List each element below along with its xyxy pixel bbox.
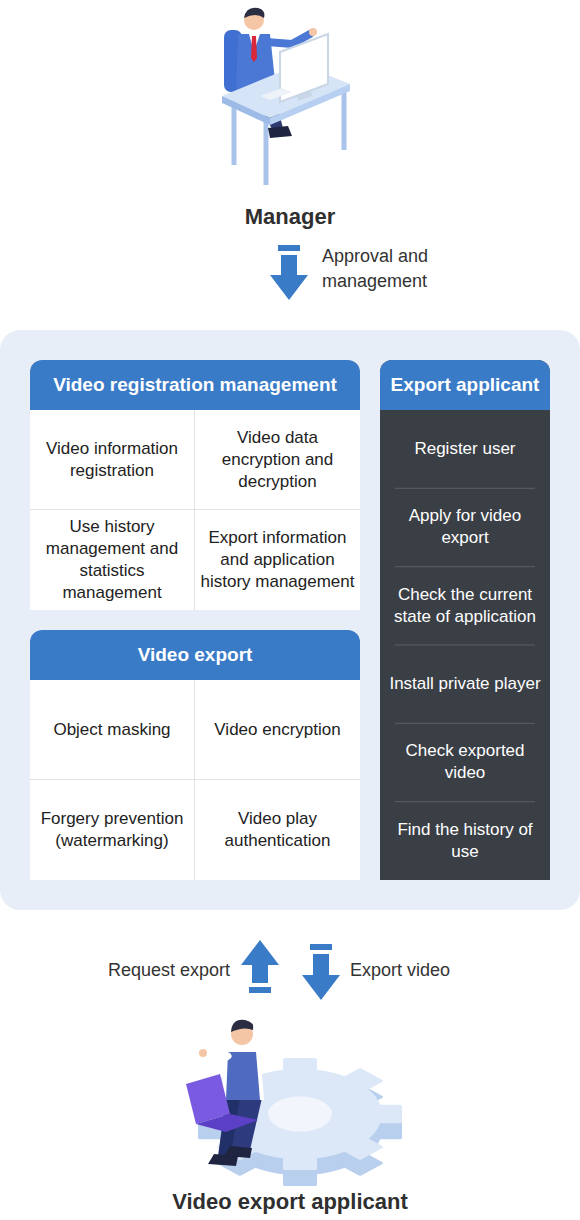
- system-panel: Video registration managementVideo infor…: [0, 330, 580, 910]
- function-group: Video registration managementVideo infor…: [30, 360, 360, 610]
- arrow-tail-bar: [249, 987, 271, 993]
- applicant-item: Check the current state of application: [380, 567, 550, 645]
- actor-label: Video export applicant: [172, 1188, 408, 1216]
- group-header: Video export: [30, 630, 360, 680]
- person-shoe: [224, 1146, 252, 1158]
- box-text: Video information registration: [35, 438, 189, 482]
- box-text: Find the history of use: [386, 819, 544, 863]
- block-arrow-connector: [302, 944, 340, 1000]
- gear-hole: [268, 1096, 332, 1131]
- box-text: Video play authentication: [200, 808, 355, 852]
- box-text: Object masking: [53, 719, 170, 741]
- function-cell: Object masking: [30, 680, 195, 780]
- person-shoe: [268, 126, 292, 138]
- item-separator: [395, 645, 535, 646]
- box-text: Video encryption: [214, 719, 340, 741]
- desk-leg: [342, 88, 347, 150]
- applicant-illustration: [186, 1020, 402, 1186]
- applicant-group: Export applicantRegister userApply for v…: [380, 360, 550, 880]
- desk-leg: [264, 118, 269, 185]
- box-text: Apply for video export: [386, 505, 544, 549]
- box-text: Register user: [414, 438, 515, 460]
- person-tie: [251, 36, 257, 62]
- item-separator: [395, 723, 535, 724]
- gear-tooth: [337, 1068, 384, 1094]
- arrow-tail-bar: [278, 245, 300, 251]
- person-arm: [204, 1056, 228, 1068]
- manager-illustration: [222, 8, 350, 185]
- person-vest: [226, 1052, 260, 1100]
- edge-label: Request export: [60, 958, 230, 983]
- item-separator: [395, 801, 535, 802]
- person-hair: [231, 1020, 253, 1032]
- person-hair: [244, 8, 264, 18]
- desk-edge: [222, 96, 270, 125]
- applicant-item: Find the history of use: [380, 802, 550, 880]
- box-text: Check exported video: [386, 740, 544, 784]
- applicant-item: Install private player: [380, 645, 550, 723]
- group-header: Video registration management: [30, 360, 360, 410]
- item-separator: [395, 566, 535, 567]
- edge-label: Approval and management: [322, 244, 472, 294]
- desk-leg: [232, 100, 237, 165]
- item-separator: [395, 488, 535, 489]
- function-cell: Video play authentication: [195, 780, 360, 880]
- box-text: Forgery prevention (watermarking): [35, 808, 189, 852]
- actor-node: Video export applicant: [90, 1010, 490, 1220]
- person-hand: [309, 28, 317, 36]
- applicant-item: Register user: [380, 410, 550, 488]
- box-text: Use history management and statistics ma…: [35, 516, 189, 604]
- gear-tooth: [283, 1153, 317, 1171]
- group-header: Export applicant: [380, 360, 550, 410]
- function-cell: Video data encryption and decryption: [195, 410, 360, 510]
- function-cell: Export information and application histo…: [195, 510, 360, 610]
- actor-node: Manager: [190, 0, 390, 235]
- box-text: Check the current state of application: [386, 584, 544, 628]
- gear-tooth: [283, 1169, 317, 1187]
- laptop-base: [196, 1114, 258, 1132]
- gear-tooth: [370, 1105, 402, 1124]
- keyboard: [260, 88, 292, 100]
- function-group: Video exportObject masking Video encrypti…: [30, 630, 360, 880]
- applicant-item: Apply for video export: [380, 488, 550, 566]
- function-cell: Video information registration: [30, 410, 195, 510]
- actor-label: Manager: [245, 203, 335, 231]
- applicant-item: Check exported video: [380, 723, 550, 801]
- box-text: Export information and application histo…: [200, 527, 355, 593]
- arrow-body: [302, 954, 340, 1000]
- block-arrow-connector: [241, 940, 279, 993]
- block-arrow-connector: [270, 245, 308, 300]
- function-cell: Video encryption: [195, 680, 360, 780]
- edge-label: Export video: [350, 958, 500, 983]
- function-cell: Use history management and statistics ma…: [30, 510, 195, 610]
- person-hand: [199, 1049, 207, 1057]
- box-text: Install private player: [389, 673, 540, 695]
- arrow-body: [241, 940, 279, 983]
- gear-tooth: [283, 1058, 317, 1076]
- arrow-tail-bar: [310, 944, 332, 950]
- gear-tooth: [337, 1135, 384, 1161]
- box-text: Video data encryption and decryption: [200, 427, 355, 493]
- arrow-body: [270, 255, 308, 300]
- function-cell: Forgery prevention (watermarking): [30, 780, 195, 880]
